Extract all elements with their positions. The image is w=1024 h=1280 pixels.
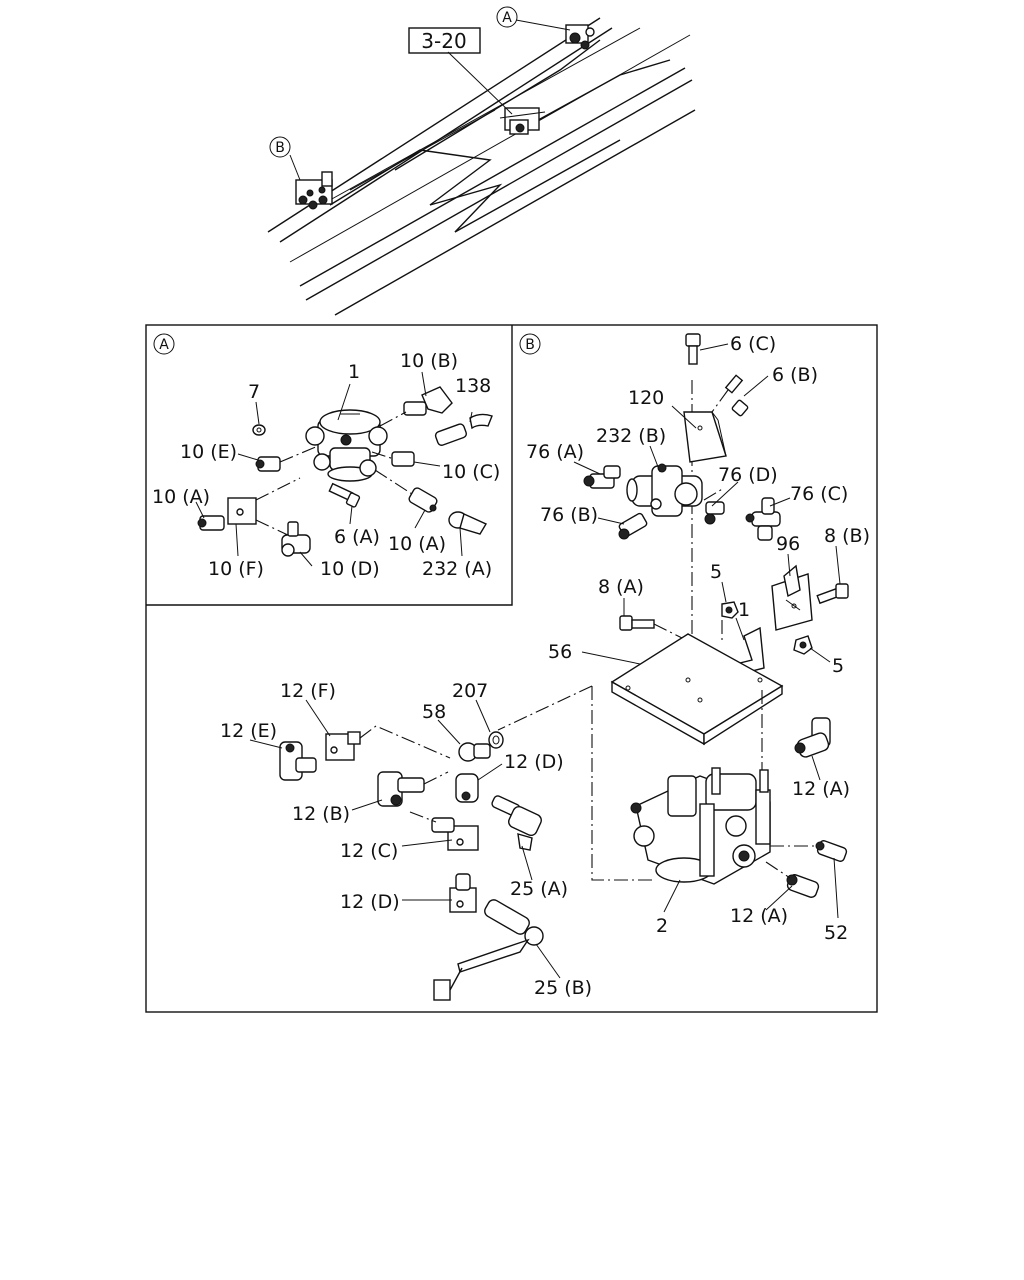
- label-b-52: 52: [824, 922, 848, 944]
- detail-frames: A B: [145, 324, 878, 1013]
- label-a-10a-right: 10 (A): [388, 533, 446, 555]
- fitting-10b: [379, 386, 453, 427]
- sensor-25a: [491, 795, 542, 851]
- bolt-6a: [328, 482, 361, 508]
- label-a-138: 138: [455, 375, 491, 397]
- bolt-6c: [685, 333, 701, 365]
- label-b-76b: 76 (B): [540, 504, 598, 526]
- plug-232a: [448, 511, 488, 535]
- fitting-12a-bottom: [765, 861, 820, 898]
- label-b-1: 1: [738, 599, 750, 621]
- label-a-232a: 232 (A): [422, 558, 492, 580]
- detail-b-parts: [279, 333, 849, 1001]
- label-a-1: 1: [348, 361, 360, 383]
- label-a-7: 7: [248, 381, 260, 403]
- label-b-8b: 8 (B): [824, 525, 870, 547]
- fitting-10d: [281, 521, 311, 557]
- chassis-overview: A B 3-20: [267, 6, 696, 316]
- bolt-8a: [619, 615, 687, 641]
- detail-b-labels: 6 (C) 6 (B) 120 232 (B) 76 (A) 76 (D) 76…: [220, 333, 870, 999]
- overview-marker-b: B: [275, 140, 285, 156]
- chassis-valve-a: [565, 24, 595, 50]
- label-b-12d-bottom: 12 (D): [340, 891, 400, 913]
- label-a-10a-left: 10 (A): [152, 486, 210, 508]
- washer-207: [488, 731, 504, 749]
- label-b-76d: 76 (D): [718, 464, 778, 486]
- fitting-10e: [255, 445, 319, 472]
- detail-a-leaders: [195, 371, 473, 567]
- label-a-10d: 10 (D): [320, 558, 380, 580]
- label-b-12a-top: 12 (A): [792, 778, 850, 800]
- fitting-52: [770, 840, 848, 862]
- label-b-56: 56: [548, 641, 572, 663]
- reference-box: [408, 27, 481, 54]
- fitting-10a-right: [374, 469, 438, 513]
- label-b-12a-bottom: 12 (A): [730, 905, 788, 927]
- nut-5-right: [793, 635, 813, 655]
- label-b-96: 96: [776, 533, 800, 555]
- detail-a-labels: 1 10 (B) 138 7 10 (E) 10 (C) 10 (A) 6 (A…: [152, 350, 500, 580]
- plate-56: [610, 633, 784, 746]
- label-b-5-right: 5: [832, 655, 844, 677]
- fitting-12a-top: [794, 717, 831, 758]
- bolt-6b: [711, 374, 749, 417]
- fitting-10c: [371, 451, 415, 467]
- label-b-6c: 6 (C): [730, 333, 776, 355]
- label-b-120: 120: [628, 387, 664, 409]
- fitting-76d: [703, 487, 725, 525]
- chassis-valve-b: [295, 171, 333, 210]
- fitting-12d-top: [455, 773, 479, 803]
- label-a-10e: 10 (E): [180, 441, 237, 463]
- bracket-96: [771, 564, 813, 631]
- label-b-6b: 6 (B): [772, 364, 818, 386]
- label-a-10b: 10 (B): [400, 350, 458, 372]
- fitting-10a-left: [197, 515, 225, 531]
- label-b-8a: 8 (A): [598, 576, 644, 598]
- label-b-12e: 12 (E): [220, 720, 277, 742]
- label-b-12d-top: 12 (D): [504, 751, 564, 773]
- fitting-12e: [279, 741, 317, 781]
- overview-marker-a: A: [502, 10, 512, 26]
- label-b-12f: 12 (F): [280, 680, 336, 702]
- fitting-76c: [745, 497, 781, 541]
- label-b-76a: 76 (A): [526, 441, 584, 463]
- fitting-76b: [618, 512, 648, 540]
- detail-marker-b: B: [525, 337, 535, 353]
- label-b-58: 58: [422, 701, 446, 723]
- block-12c: [409, 811, 479, 851]
- bracket-120: [683, 411, 727, 463]
- label-b-2: 2: [656, 915, 668, 937]
- label-a-6a: 6 (A): [334, 526, 380, 548]
- label-b-25a: 25 (A): [510, 878, 568, 900]
- detail-b-leaders: [249, 343, 841, 979]
- washer-7: [252, 424, 266, 436]
- detail-a-parts: [197, 386, 493, 557]
- nut-5-top: [721, 601, 739, 619]
- fitting-12b: [377, 771, 449, 807]
- label-a-10f: 10 (F): [208, 558, 264, 580]
- chassis-valve-main: [499, 107, 546, 135]
- reference-number: 3-20: [421, 29, 466, 53]
- relay-valve-main: [630, 767, 771, 885]
- block-10f: [227, 477, 301, 537]
- bolt-8b: [816, 583, 849, 605]
- label-b-12b: 12 (B): [292, 803, 350, 825]
- label-b-232b: 232 (B): [596, 425, 666, 447]
- label-b-12c: 12 (C): [340, 840, 398, 862]
- label-b-207: 207: [452, 680, 488, 702]
- relay-valve-a: [305, 409, 388, 482]
- label-a-10c: 10 (C): [442, 461, 500, 483]
- sensor-138: [434, 413, 493, 446]
- label-b-5-top: 5: [710, 561, 722, 583]
- detail-marker-a: A: [159, 337, 169, 353]
- label-b-25b: 25 (B): [534, 977, 592, 999]
- valve-232b: [626, 463, 703, 517]
- fitting-76a: [583, 465, 621, 489]
- plug-58: [458, 742, 491, 762]
- sensor-25b: [433, 899, 544, 1001]
- block-12f: [325, 725, 451, 761]
- block-12d-bottom: [449, 873, 477, 913]
- label-b-76c: 76 (C): [790, 483, 848, 505]
